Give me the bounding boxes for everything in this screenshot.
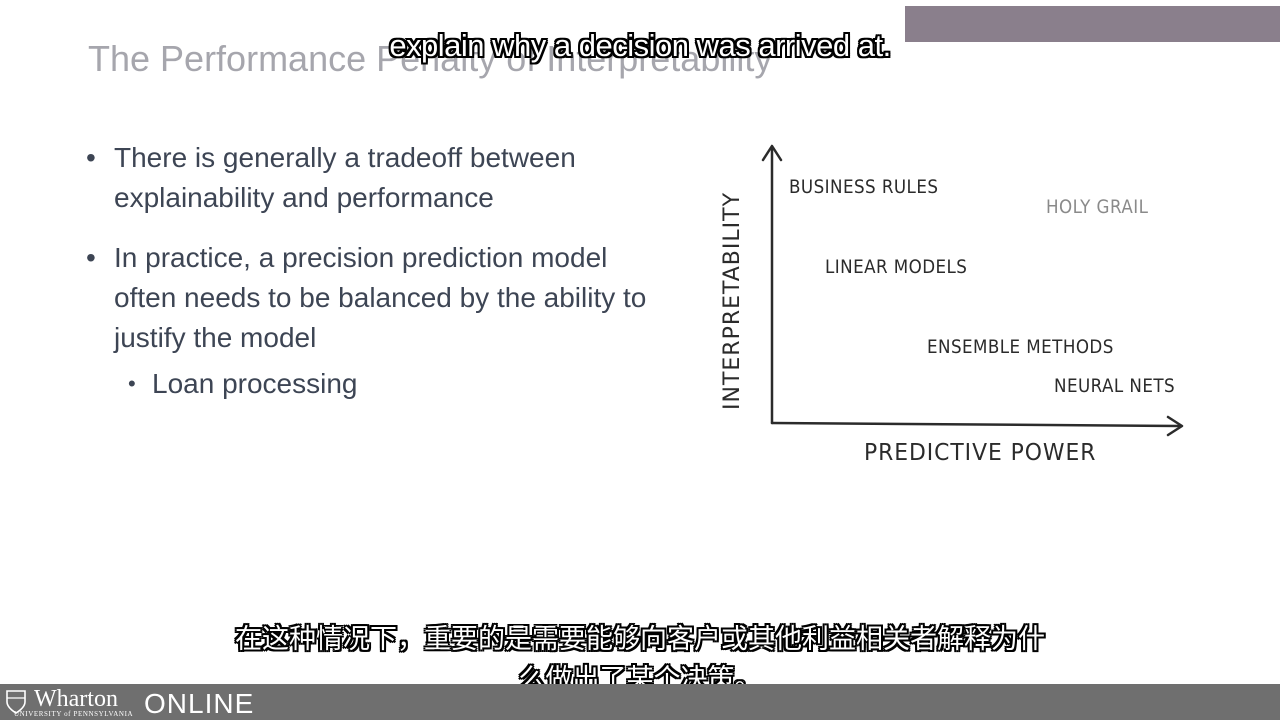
logo-wordmark: Wharton (34, 686, 118, 712)
x-axis-arrow-icon (1166, 415, 1184, 437)
item-holy-grail: HOLY GRAIL (1046, 196, 1149, 218)
y-axis-arrow-icon (761, 144, 783, 162)
wharton-online-logo: Wharton UNIVERSITY of PENNSYLVANIA ONLIN… (6, 686, 253, 719)
sub-bullet-item: • Loan processing (86, 364, 666, 404)
x-axis-label: PREDICTIVE POWER (864, 440, 1097, 466)
y-axis-label: INTERPRETABILITY (720, 191, 745, 410)
bullet-text: There is generally a tradeoff between ex… (114, 142, 576, 213)
bullet-item: • In practice, a precision prediction mo… (86, 238, 666, 358)
item-linear-models: LINEAR MODELS (825, 256, 968, 278)
diagram-axes (761, 144, 1184, 437)
english-caption: explain why a decision was arrived at. (389, 28, 891, 63)
x-axis-line (770, 421, 1182, 428)
bullet-text: In practice, a precision prediction mode… (114, 242, 647, 353)
tradeoff-diagram: INTERPRETABILITY BUSINESS RULES HOLY GRA… (700, 130, 1200, 490)
item-business-rules: BUSINESS RULES (789, 176, 939, 198)
chinese-caption-line-1: 在这种情况下，重要的是需要能够向客户或其他利益相关者解释为什 (235, 624, 1045, 655)
logo-online: ONLINE (144, 688, 255, 719)
bullet-dot-icon: • (128, 371, 136, 396)
footer-bar (0, 684, 1280, 720)
bullet-dot-icon: • (86, 142, 96, 173)
item-ensemble-methods: ENSEMBLE METHODS (927, 336, 1114, 358)
bullet-item: • There is generally a tradeoff between … (86, 138, 666, 218)
bullet-list: • There is generally a tradeoff between … (86, 138, 666, 404)
logo-university: UNIVERSITY of PENNSYLVANIA (14, 710, 134, 718)
top-overlay-bar (905, 6, 1280, 42)
shield-icon (6, 690, 26, 714)
sub-bullet-text: Loan processing (152, 368, 358, 399)
bullet-dot-icon: • (86, 242, 96, 273)
slide-title: The Performance Penalty of Interpretabil… (88, 38, 773, 79)
item-neural-nets: NEURAL NETS (1054, 375, 1176, 397)
